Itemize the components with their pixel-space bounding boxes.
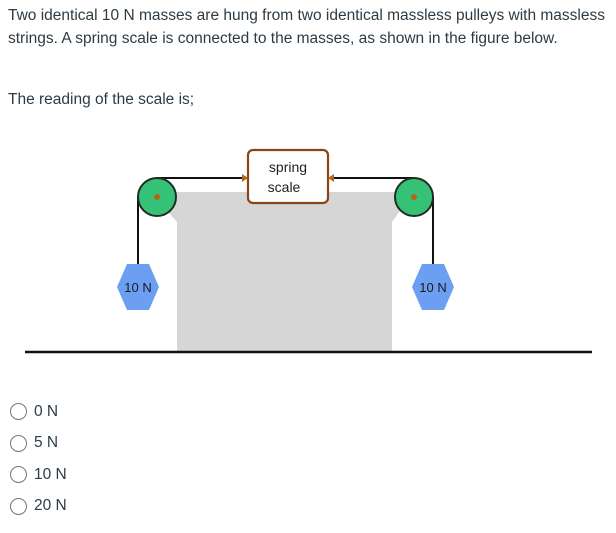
question-text: Two identical 10 N masses are hung from … [8, 7, 605, 47]
radio-button-10n[interactable] [10, 466, 27, 484]
answer-options: 0 N 5 N 10 N 20 N [10, 396, 67, 522]
spring-scale-left-hook [242, 174, 248, 182]
spring-scale-right-hook [328, 174, 334, 182]
spring-scale-label-1: spring [269, 159, 307, 175]
left-mass [117, 264, 159, 310]
left-mass-label: 10 N [124, 280, 151, 295]
question-prompt: The reading of the scale is; [8, 91, 195, 108]
option-label: 5 N [34, 434, 59, 452]
radio-button-0n[interactable] [10, 403, 27, 421]
table-block [152, 192, 412, 352]
left-pulley-axle [154, 194, 160, 200]
option-label: 10 N [34, 465, 67, 483]
spring-scale-box [246, 148, 330, 205]
option-label: 20 N [34, 497, 67, 515]
right-pulley-axle [411, 194, 417, 200]
option-20n[interactable]: 20 N [10, 491, 67, 523]
option-0n[interactable]: 0 N [10, 396, 67, 428]
right-pulley [394, 177, 434, 217]
option-label: 0 N [34, 402, 59, 420]
option-10n[interactable]: 10 N [10, 459, 67, 491]
right-mass-label: 10 N [419, 280, 446, 295]
left-pulley [137, 177, 177, 217]
radio-button-20n[interactable] [10, 497, 27, 515]
spring-scale-label-2: scale [268, 179, 301, 195]
option-5n[interactable]: 5 N [10, 428, 67, 460]
radio-button-5n[interactable] [10, 434, 27, 452]
right-mass [412, 264, 454, 310]
